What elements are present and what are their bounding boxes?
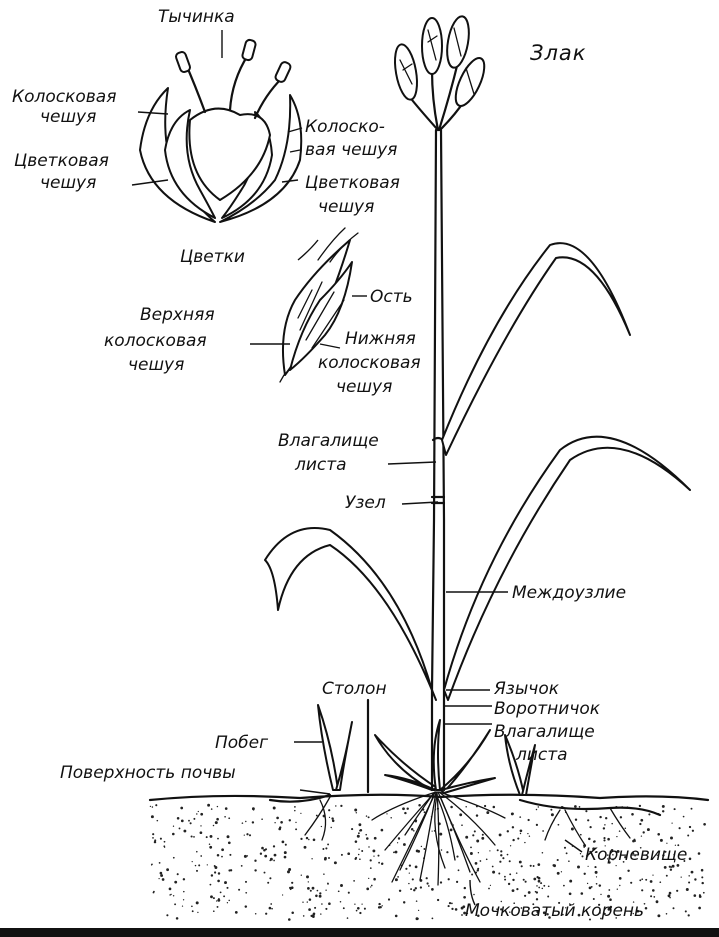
fibrous-root-label: Мочковатый корень	[465, 901, 644, 921]
upper-glume-label-line1: Верхняя	[140, 305, 215, 325]
basal-leaves	[374, 719, 496, 794]
rhizome-drawing	[268, 793, 662, 846]
title-label: Злак	[530, 41, 586, 65]
leaf-sheath-lower-label-line1: Влагалище	[494, 722, 595, 742]
spikelet-detail	[279, 227, 359, 383]
spike	[394, 15, 486, 132]
lemma-right-label-line1: Цветковая	[305, 173, 400, 193]
lower-glume-label-line3: чешуя	[336, 377, 392, 397]
collar-label: Воротничок	[494, 699, 601, 719]
shoot-drawings	[317, 704, 536, 796]
lemma-left-label-line1: Цветковая	[14, 151, 109, 171]
internode-label: Междоузлие	[512, 583, 626, 603]
soil-surface-label: Поверхность почвы	[60, 763, 236, 783]
glume-right-label-line1: Колоско-	[305, 117, 385, 137]
stem	[430, 128, 446, 792]
node-label: Узел	[345, 493, 386, 513]
leaf-sheath-lower-label-line2: листа	[515, 745, 568, 765]
stamen-label: Тычинка	[158, 7, 235, 27]
leaf-sheath-upper-label-line1: Влагалище	[278, 431, 379, 451]
leaves	[264, 242, 691, 701]
leaf-sheath-upper-label-line2: листа	[294, 455, 347, 475]
fibrous-root-drawing	[371, 791, 506, 886]
ligule-label: Язычок	[493, 679, 560, 699]
lemma-right-label-line2: чешуя	[318, 197, 374, 217]
bottom-border	[0, 928, 719, 937]
flower-detail	[139, 38, 303, 223]
leader-lines	[131, 30, 583, 906]
lower-glume-label-line1: Нижняя	[345, 329, 416, 349]
labels: Злак Тычинка Колосковая чешуя Цветковая …	[12, 7, 687, 921]
upper-glume-label-line2: колосковая	[104, 331, 207, 351]
lemma-left-label-line2: чешуя	[40, 173, 96, 193]
upper-glume-label-line3: чешуя	[128, 355, 184, 375]
florets-label: Цветки	[180, 247, 245, 267]
stolon-label: Столон	[322, 679, 387, 699]
rhizome-label: Корневище	[585, 845, 687, 865]
shoot-label: Побег	[215, 733, 268, 753]
awn-label: Ость	[370, 287, 413, 307]
lower-glume-label-line2: колосковая	[318, 353, 421, 373]
glume-right-label-line2: вая чешуя	[305, 140, 397, 160]
glume-left-label-line2: чешуя	[40, 107, 96, 127]
glume-left-label-line1: Колосковая	[12, 87, 116, 107]
